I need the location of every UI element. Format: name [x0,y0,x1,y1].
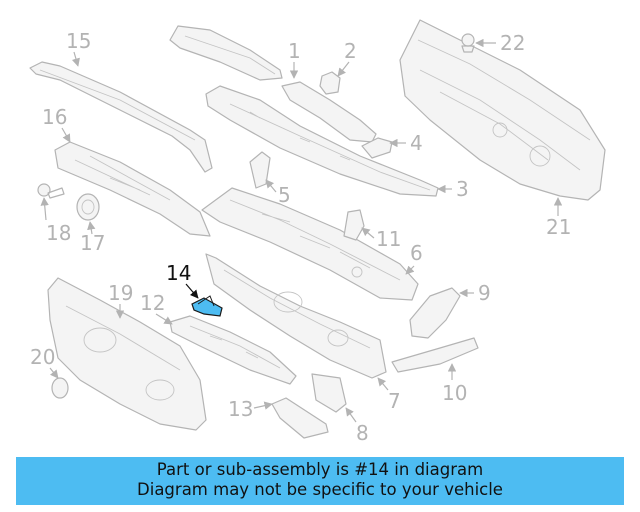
diagram-info-banner: Part or sub-assembly is #14 in diagram D… [16,457,624,505]
part-9-bracket[interactable] [409,287,461,339]
svg-text:5: 5 [278,183,291,207]
part-3-cowl-panel[interactable] [205,85,439,197]
svg-text:2: 2 [344,39,357,63]
part-14-bracket-highlighted[interactable] [191,295,223,317]
svg-text:16: 16 [42,105,67,129]
callout-21: 21 [546,197,571,239]
callout-9: 9 [459,281,491,305]
part-6-panel[interactable] [201,187,419,301]
callout-13: 13 [228,397,273,421]
callout-14: 14 [166,261,199,299]
callout-19: 19 [108,281,133,319]
svg-text:17: 17 [80,231,105,255]
banner-line-2: Diagram may not be specific to your vehi… [137,480,503,499]
svg-text:10: 10 [442,381,467,405]
callout-20: 20 [30,345,59,379]
svg-text:20: 20 [30,345,55,369]
callout-1: 1 [288,39,301,79]
svg-text:14: 14 [166,261,191,285]
part-22-bolt[interactable] [461,33,475,53]
svg-text:22: 22 [500,31,525,55]
part-7-panel[interactable] [205,253,387,379]
part-5-bracket[interactable] [249,151,271,189]
callout-18: 18 [40,197,71,245]
callout-2: 2 [337,39,357,77]
svg-text:4: 4 [410,131,423,155]
svg-text:15: 15 [66,29,91,53]
svg-text:19: 19 [108,281,133,305]
part-20-plug[interactable] [51,377,69,399]
svg-text:7: 7 [388,389,401,413]
callout-15: 15 [66,29,91,67]
callout-16: 16 [42,105,71,143]
part-19-insulator[interactable] [47,277,207,431]
callout-11: 11 [361,227,401,251]
part-1-cowl[interactable] [169,25,283,81]
callout-17: 17 [80,221,105,255]
part-2-clip[interactable] [319,71,341,95]
callout-22: 22 [475,31,525,55]
part-1-cowl-lower[interactable] [281,81,377,143]
callout-4: 4 [389,131,423,155]
part-12-rail[interactable] [169,315,297,385]
svg-text:18: 18 [46,221,71,245]
svg-text:21: 21 [546,215,571,239]
callout-7: 7 [377,377,401,413]
part-8-bracket[interactable] [311,373,347,413]
part-11-bracket[interactable] [343,209,365,241]
svg-text:12: 12 [140,291,165,315]
part-15-rail[interactable] [29,61,213,173]
part-17-grommet[interactable] [76,193,100,221]
svg-text:8: 8 [356,421,369,445]
callout-12: 12 [140,291,173,325]
part-10-rail[interactable] [391,337,479,373]
banner-line-1: Part or sub-assembly is #14 in diagram [156,460,484,479]
svg-text:11: 11 [376,227,401,251]
part-18-bolt[interactable] [37,183,65,199]
svg-text:6: 6 [410,241,423,265]
callout-10: 10 [442,363,467,405]
part-13-bracket[interactable] [271,397,329,439]
callout-6: 6 [405,241,423,275]
svg-text:9: 9 [478,281,491,305]
parts-diagram: 1 2 3 4 5 6 7 8 9 10 11 12 [29,19,606,445]
callout-8: 8 [345,407,369,445]
callout-3: 3 [437,177,469,201]
svg-text:3: 3 [456,177,469,201]
svg-text:13: 13 [228,397,253,421]
callout-5: 5 [265,179,291,207]
svg-text:1: 1 [288,39,301,63]
part-16-panel[interactable] [54,141,211,237]
